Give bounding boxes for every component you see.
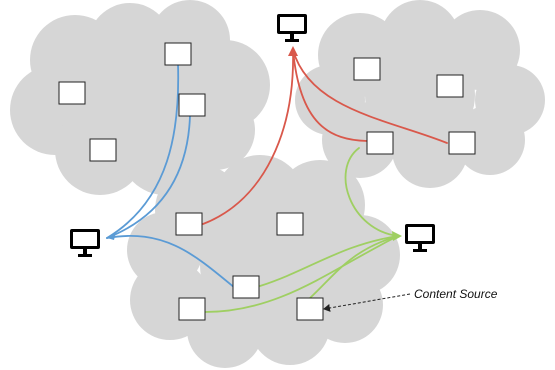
- content-source-label: Content Source: [414, 287, 498, 301]
- square-node-icon: [296, 297, 324, 321]
- arrow-head-icon: [107, 232, 116, 240]
- green-path-right-cloud-node: [344, 147, 399, 237]
- arrow-heads: [107, 46, 402, 241]
- green-path-lower-left-node: [204, 235, 399, 313]
- square-node-icon: [175, 212, 203, 236]
- square-node-icon: [164, 42, 192, 66]
- square-node-icon: [178, 93, 206, 117]
- blue-path-mid-node: [106, 115, 191, 239]
- cloud-right: [295, 0, 545, 188]
- square-node-icon: [58, 81, 86, 105]
- blue-path-top-node: [106, 63, 180, 239]
- green-path-source-node: [309, 235, 399, 299]
- monitor-icon: [70, 229, 100, 257]
- square-node-icon: [89, 138, 117, 162]
- cloud-bottom: [127, 155, 400, 368]
- blue-path-bottom-node: [106, 234, 236, 289]
- red-path-left-node: [202, 49, 294, 225]
- square-node-icon: [276, 212, 304, 236]
- square-node-icon: [178, 297, 206, 321]
- red-path-right-node: [292, 49, 448, 144]
- arrow-head-icon: [392, 231, 402, 241]
- square-node-icon: [448, 131, 476, 155]
- green-path-center-node: [259, 235, 399, 287]
- square-node-icon: [232, 275, 260, 299]
- content-source-pointer: [323, 293, 411, 312]
- nodes: [58, 42, 476, 321]
- red-path-mid-node: [292, 49, 368, 142]
- arrow-head-icon: [288, 46, 298, 56]
- square-node-icon: [353, 57, 381, 81]
- square-node-icon: [366, 131, 394, 155]
- square-node-icon: [436, 74, 464, 98]
- monitor-icon: [277, 14, 307, 42]
- monitor-icon: [405, 224, 435, 252]
